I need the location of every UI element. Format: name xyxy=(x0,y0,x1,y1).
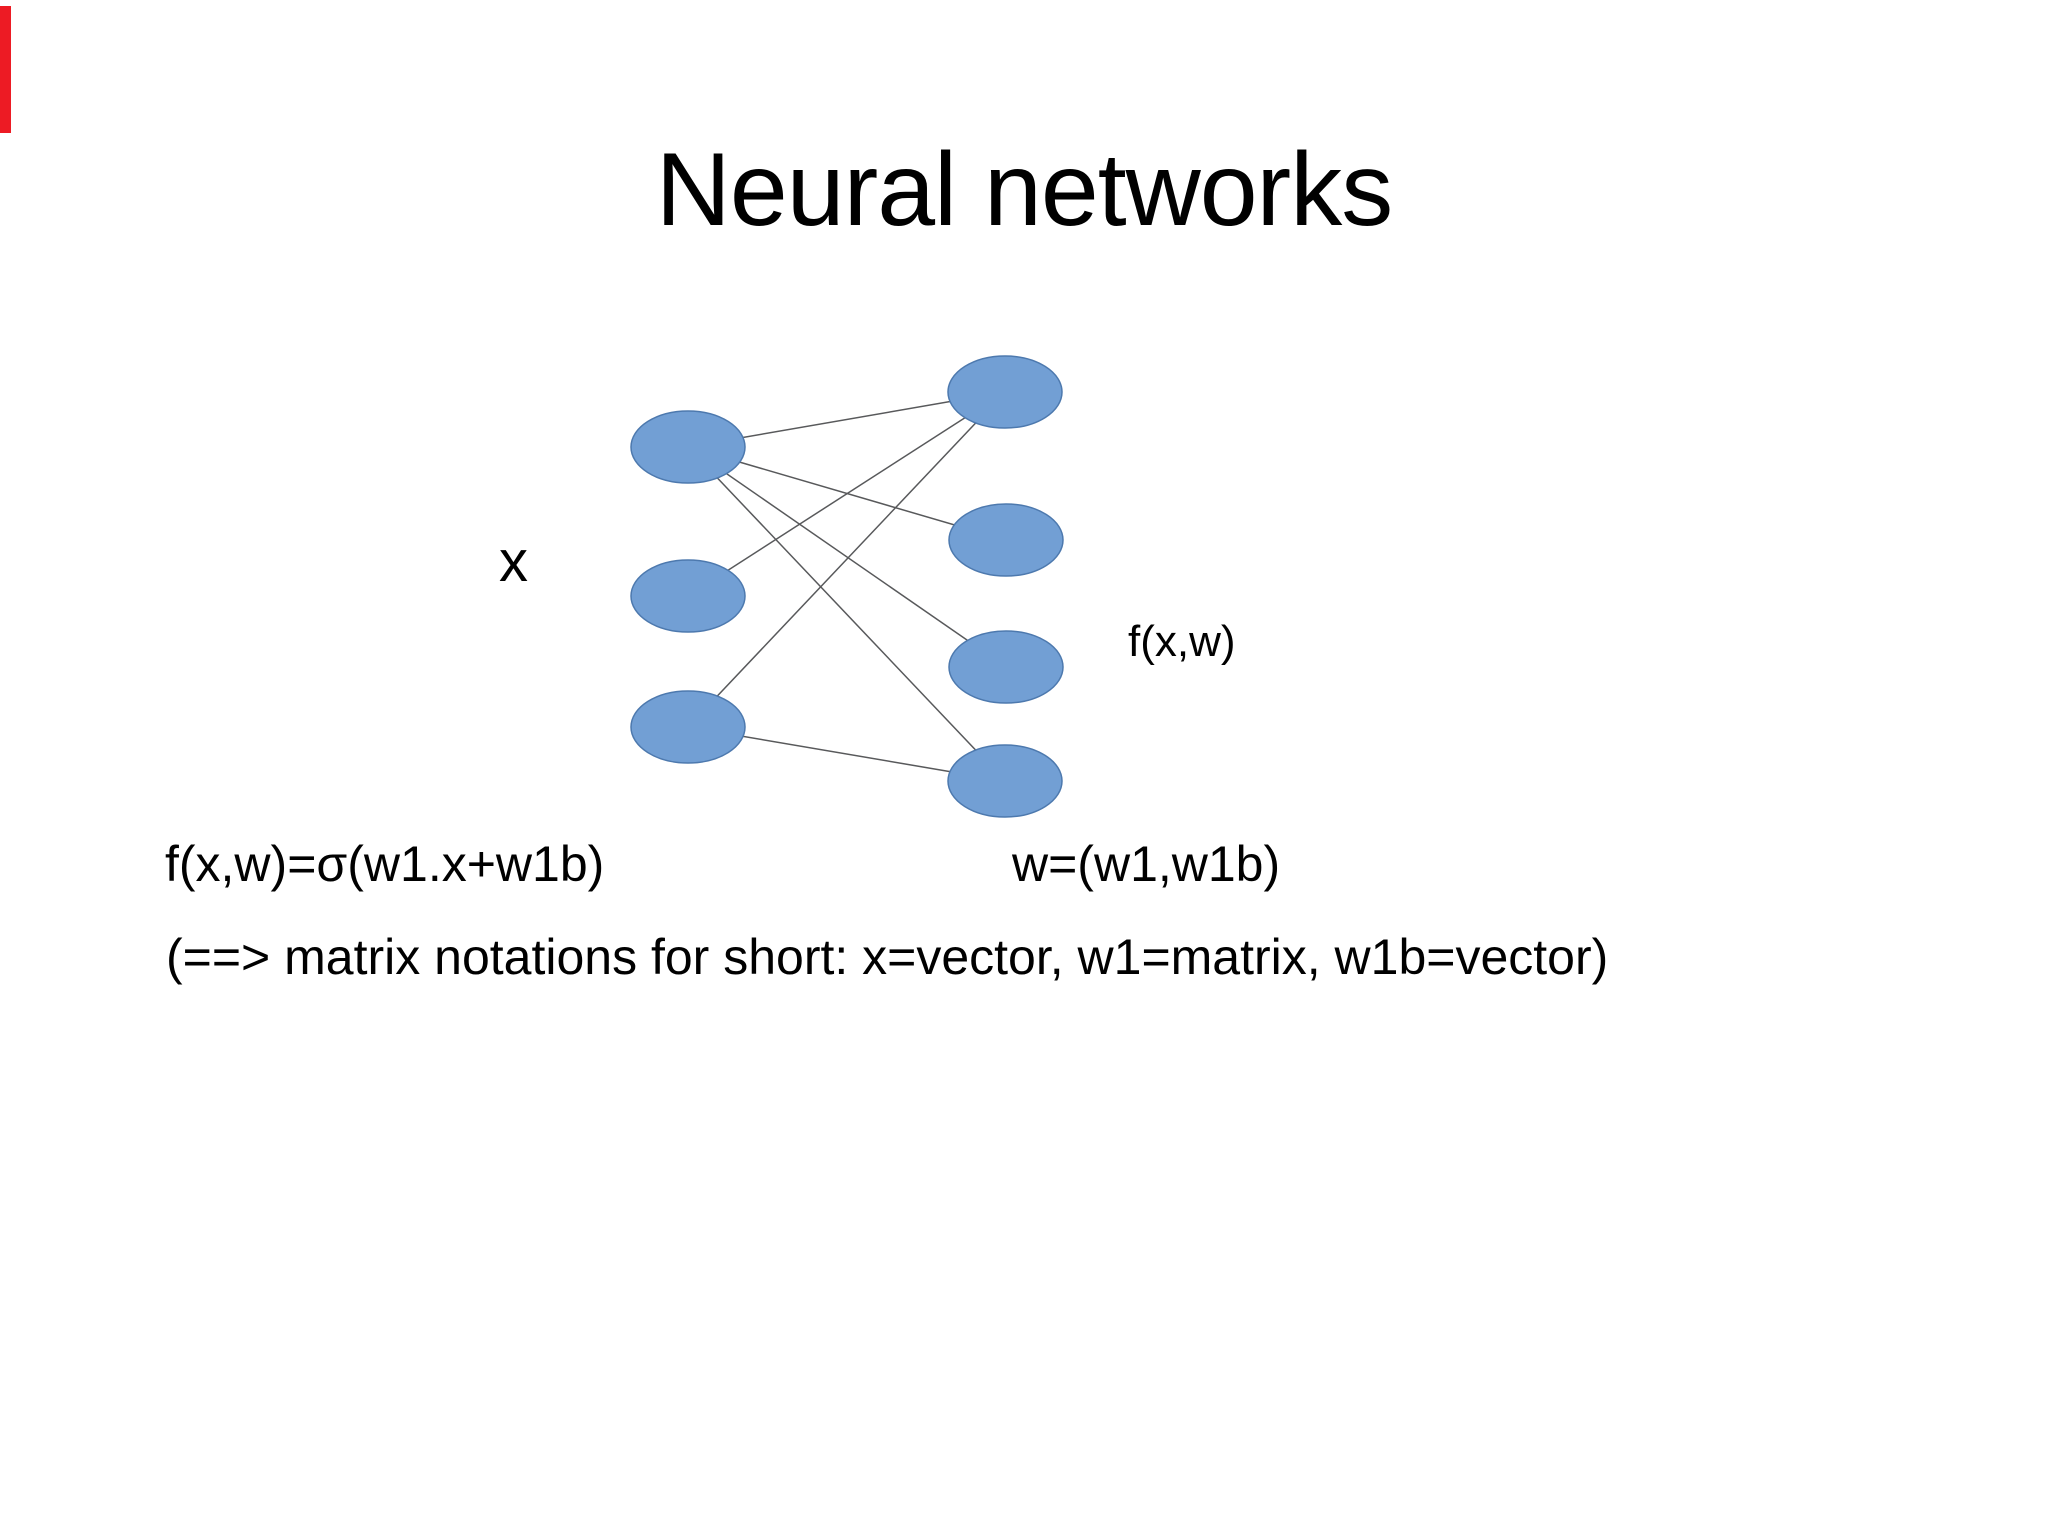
neuron-node-L3 xyxy=(630,690,746,764)
neuron-node-R1 xyxy=(947,355,1063,429)
formula-matrix-note: (==> matrix notations for short: x=vecto… xyxy=(166,929,1609,985)
neuron-node-R4 xyxy=(947,744,1063,818)
connection-line-L1-R3 xyxy=(687,446,1007,668)
neuron-node-L2 xyxy=(630,559,746,633)
slide-title: Neural networks xyxy=(655,132,1393,248)
connection-line-L2-R1 xyxy=(687,391,1006,597)
input-vector-label: x xyxy=(499,529,528,594)
neuron-node-R2 xyxy=(948,503,1064,577)
formula-weights: w=(w1,w1b) xyxy=(1012,836,1281,892)
output-function-label: f(x,w) xyxy=(1128,617,1236,666)
connection-line-L1-R4 xyxy=(687,446,1006,782)
neuron-node-R3 xyxy=(948,630,1064,704)
red-edge-bar xyxy=(0,6,11,133)
neuron-node-L1 xyxy=(630,410,746,484)
formula-activation: f(x,w)=σ(w1.x+w1b) xyxy=(165,836,605,892)
connection-line-L3-R1 xyxy=(687,391,1006,728)
